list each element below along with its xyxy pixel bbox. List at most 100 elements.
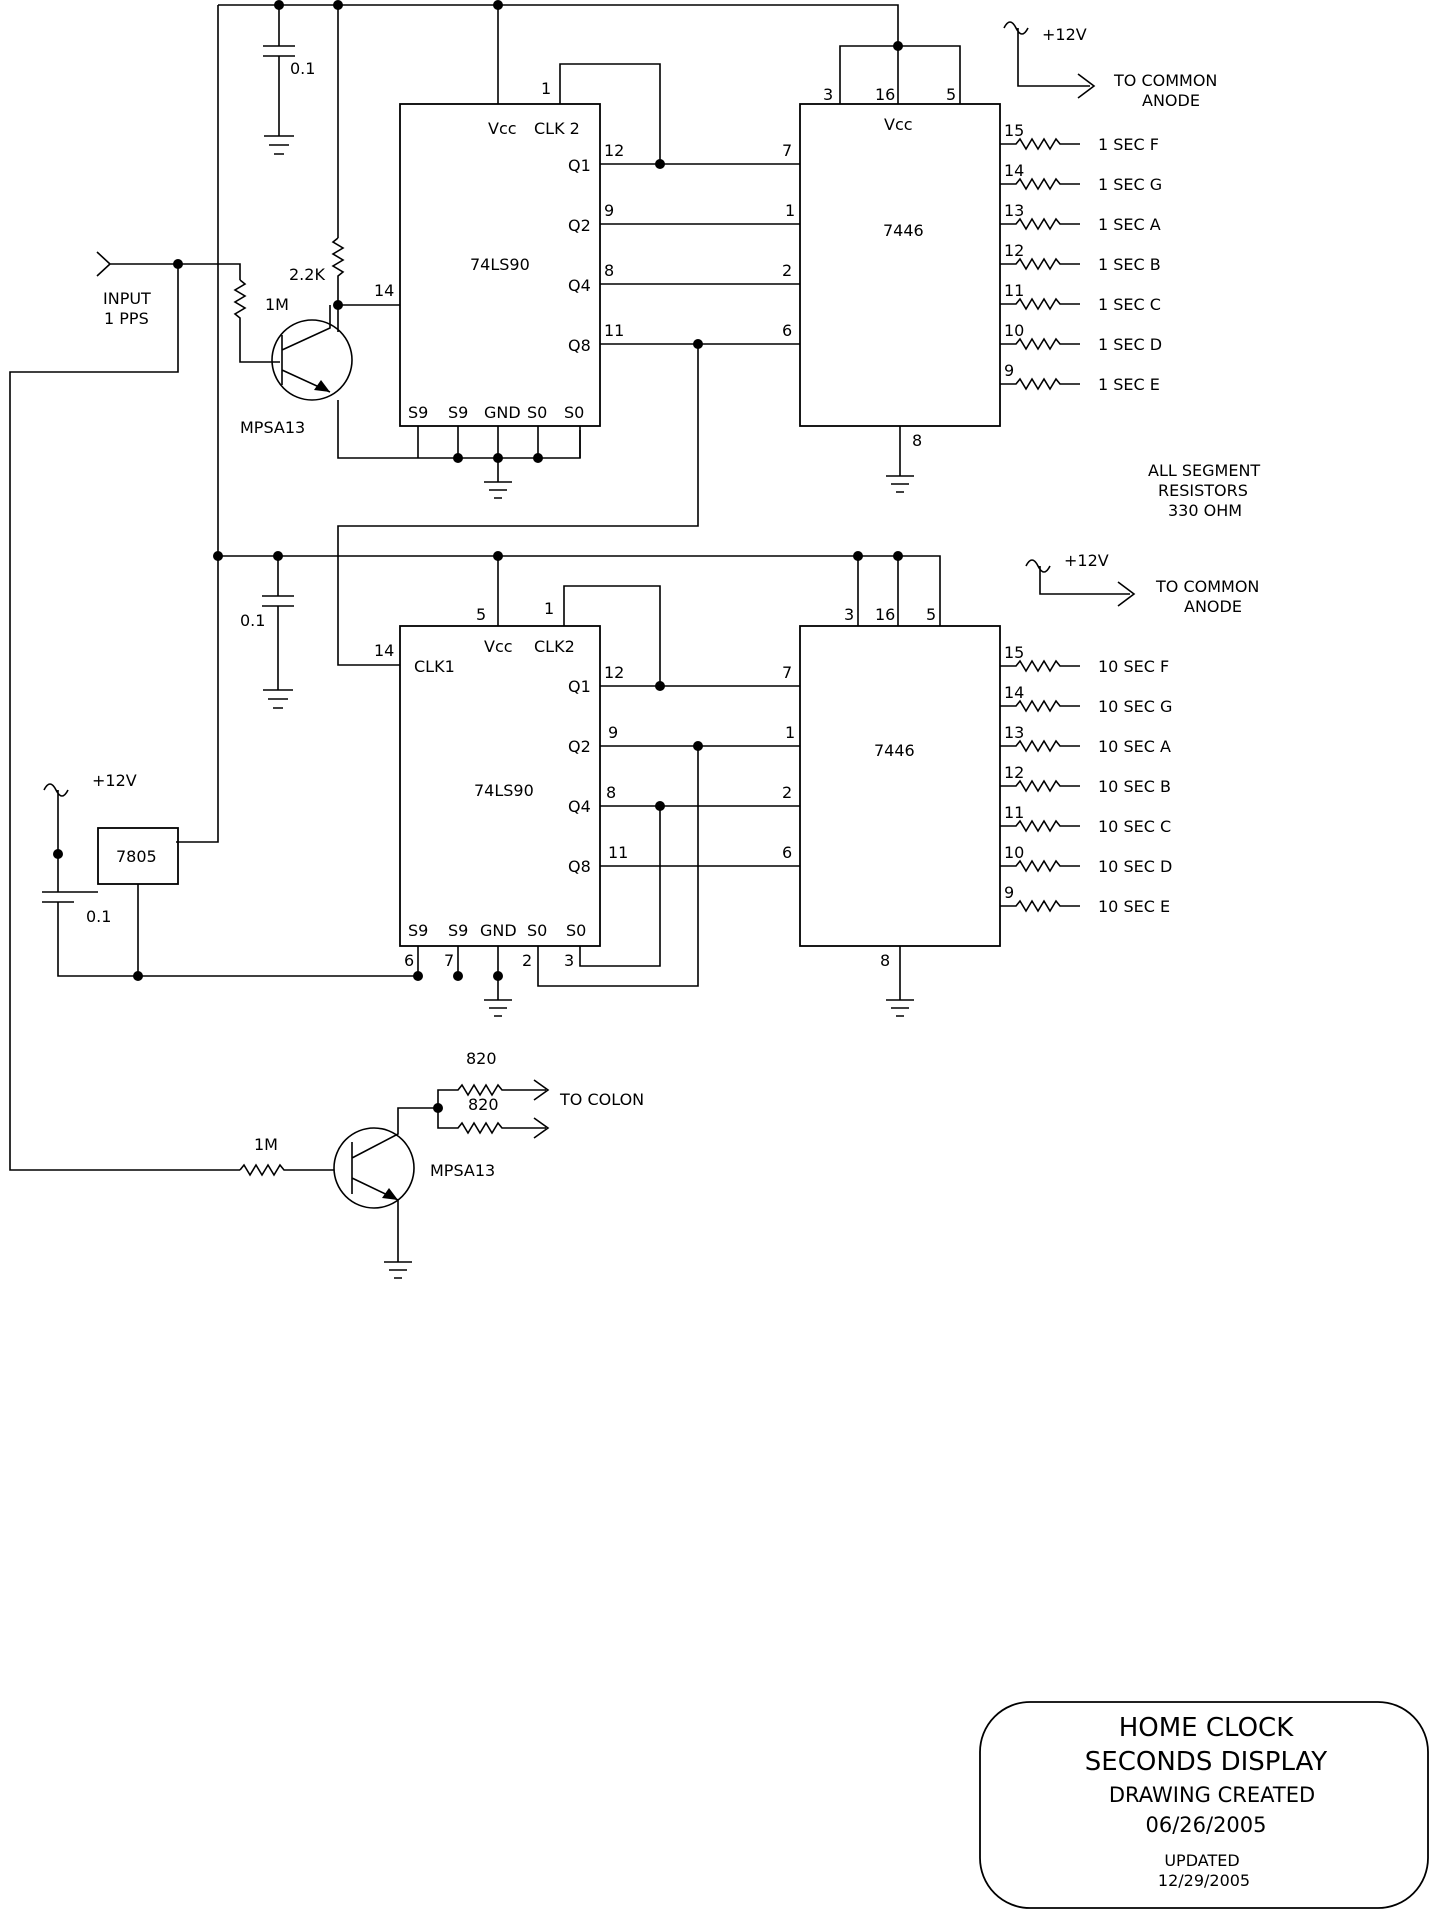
l-dec-pin5: 5 [926, 605, 936, 624]
u-q1: Q1 [568, 156, 591, 175]
supply-reg [42, 783, 418, 977]
l-seg-pin-6: 9 [1004, 883, 1014, 902]
wire-reset [537, 746, 699, 987]
l-dec-gnd [886, 946, 914, 1017]
supply-lower [1025, 559, 1136, 607]
title-line-2: SECONDS DISPLAY [1085, 1747, 1328, 1777]
transistor-2 [333, 1127, 415, 1209]
u-dec-in1: 1 [785, 201, 795, 220]
upper-clk-pin: 1 [541, 79, 551, 98]
l-clk2-pin: 1 [544, 599, 554, 618]
r-colon-2-label: 820 [468, 1095, 499, 1114]
wire-left-rail [176, 5, 219, 843]
l-dec-pin16: 16 [875, 605, 895, 624]
l-q4-pin: 8 [606, 783, 616, 802]
u-s0a: S0 [527, 403, 547, 422]
l-seg-pin-1: 14 [1004, 683, 1024, 702]
upper-counter-clk: CLK 2 [534, 119, 580, 138]
l-q8: Q8 [568, 857, 591, 876]
l-s0a: S0 [527, 921, 547, 940]
l-pin7: 7 [444, 951, 454, 970]
title-block [979, 1701, 1429, 1909]
r-base1-label: 1M [265, 295, 289, 314]
transistor-2-arrow [382, 1188, 398, 1200]
lower-segments: 15 14 13 12 11 10 9 10 SEC F 10 SEC G 10… [1000, 643, 1172, 916]
lower-outputs: Q1 Q2 Q4 Q8 12 9 8 11 [568, 663, 628, 876]
regulator-label: 7805 [116, 847, 157, 866]
transistor-1-leads [281, 305, 331, 393]
l-dec-in7: 7 [782, 663, 792, 682]
u-seg-label-2: 1 SEC A [1098, 215, 1161, 234]
u-dec-gnd-pin: 8 [912, 431, 922, 450]
l-pin2: 2 [522, 951, 532, 970]
title-line-3: DRAWING CREATED [1109, 1783, 1315, 1807]
u-seg-pin-1: 14 [1004, 161, 1024, 180]
u-q4-pin: 8 [604, 261, 614, 280]
lower-counter-bottom-labels: S9 S9 GND S0 S0 6 7 2 3 [404, 921, 586, 970]
l-gnd: GND [480, 921, 517, 940]
l-seg-pin-3: 12 [1004, 763, 1024, 782]
supply-upper [1003, 21, 1096, 99]
lower-decoder-box [799, 625, 1001, 947]
upper-counter-bottom-labels: S9 S9 GND S0 S0 [408, 403, 584, 422]
resistor-base2 [239, 1163, 334, 1177]
l-q1: Q1 [568, 677, 591, 696]
input-label-1: INPUT [103, 289, 151, 308]
upper-outputs: Q1 Q2 Q4 Q8 12 9 8 11 [568, 141, 624, 355]
r-pullup-label: 2.2K [289, 265, 325, 284]
u-dec-in6: 6 [782, 321, 792, 340]
wire-clk2-l [563, 585, 661, 686]
u-seg-pin-2: 13 [1004, 201, 1024, 220]
l-s0b: S0 [566, 921, 586, 940]
l-q2: Q2 [568, 737, 591, 756]
input-arrow [96, 251, 241, 280]
u-dec-pin5: 5 [946, 85, 956, 104]
cap-top-label: 0.1 [290, 59, 315, 78]
pin-14-u: 14 [374, 281, 394, 300]
colon-resistors [437, 1079, 550, 1139]
u-seg-pin-0: 15 [1004, 121, 1024, 140]
u-dec-vcc: Vcc [884, 115, 913, 134]
wire-collector [337, 304, 400, 332]
u-q2: Q2 [568, 216, 591, 235]
wire-u-outs [600, 163, 800, 345]
u-dec-gnd [886, 426, 914, 493]
to-colon-label: TO COLON [559, 1090, 644, 1109]
u-seg-label-3: 1 SEC B [1098, 255, 1161, 274]
wire-u-bottom [417, 426, 581, 499]
u-seg-pin-3: 12 [1004, 241, 1024, 260]
u-q8-pin: 11 [604, 321, 624, 340]
l-chip: 74LS90 [474, 781, 534, 800]
l-seg-label-6: 10 SEC E [1098, 897, 1170, 916]
u-q8: Q8 [568, 336, 591, 355]
l-seg-pin-4: 11 [1004, 803, 1024, 822]
l-vcc: Vcc [484, 637, 513, 656]
u-s9b: S9 [448, 403, 468, 422]
wire-clk2-u [559, 63, 661, 164]
upper-counter-box [399, 103, 601, 427]
u-seg-label-6: 1 SEC E [1098, 375, 1160, 394]
wire-top-rail [218, 4, 899, 48]
l-seg-label-1: 10 SEC G [1098, 697, 1172, 716]
l-q8-pin: 11 [608, 843, 628, 862]
anode-lower-1: TO COMMON [1155, 577, 1259, 596]
note-3: 330 OHM [1168, 501, 1242, 520]
supply-upper-label: +12V [1042, 25, 1087, 44]
anode-lower-2: ANODE [1184, 597, 1242, 616]
transistor-1-label: MPSA13 [240, 418, 305, 437]
l-seg-label-0: 10 SEC F [1098, 657, 1169, 676]
l-s9b: S9 [448, 921, 468, 940]
l-dec-in6: 6 [782, 843, 792, 862]
wire-input-down [9, 264, 240, 1171]
l-seg-label-4: 10 SEC C [1098, 817, 1171, 836]
supply-lower-label: +12V [1064, 551, 1109, 570]
l-dec-gnd-pin: 8 [880, 951, 890, 970]
l-seg-pin-0: 15 [1004, 643, 1024, 662]
l-q2-pin: 9 [608, 723, 618, 742]
note-2: RESISTORS [1158, 481, 1248, 500]
transistor-1 [271, 319, 353, 401]
wire-mid-rail [218, 555, 941, 626]
junction-dots [53, 0, 903, 1113]
u-dec-pin16: 16 [875, 85, 895, 104]
